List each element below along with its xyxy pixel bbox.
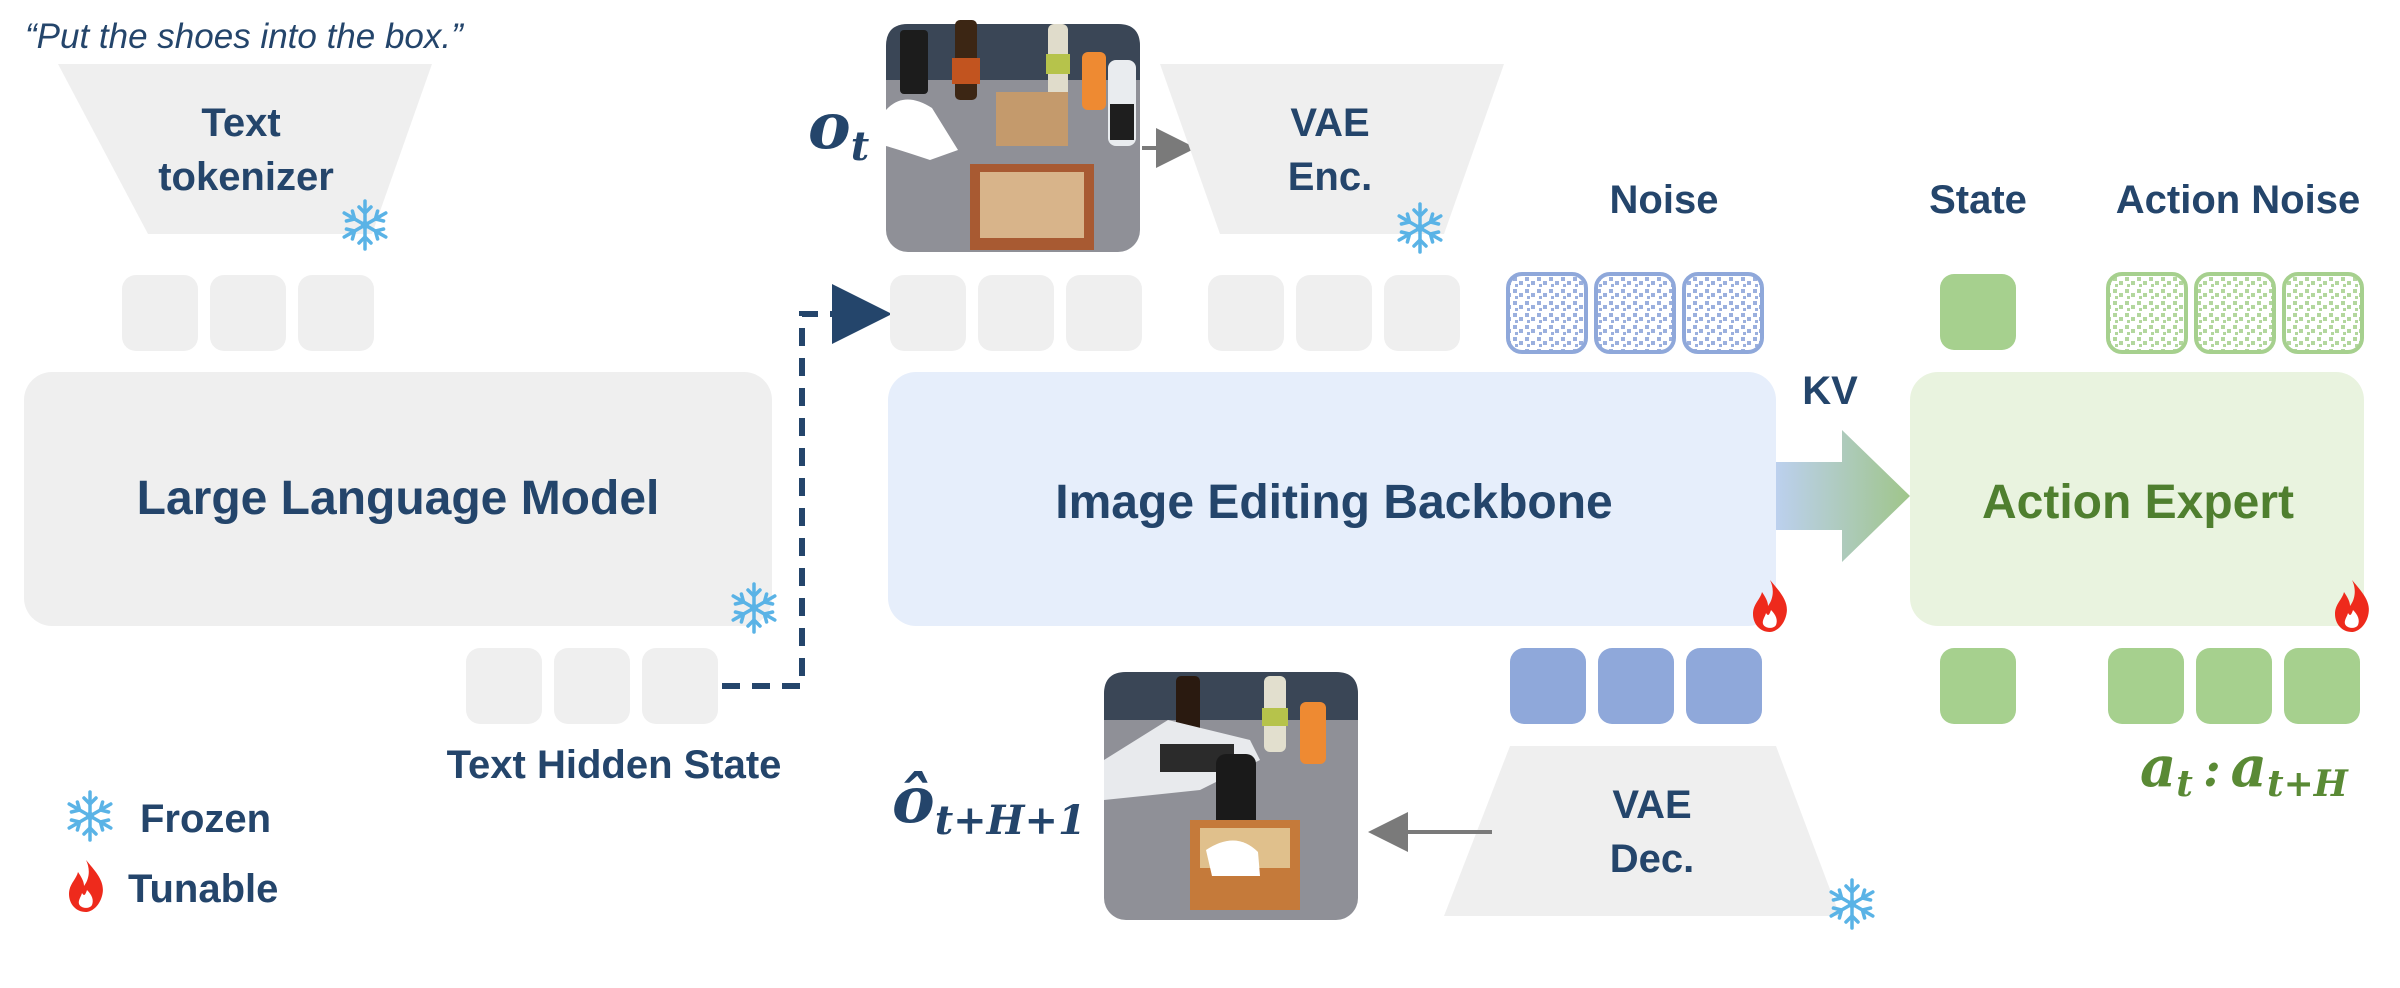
vae-encoder: VAE Enc. [1160,64,1504,234]
text-tokens [122,275,374,351]
hidden-state-input-token [890,275,966,351]
text-token [298,275,374,351]
action-noise-token [2194,272,2276,354]
action-output-tokens [1940,648,2360,724]
predicted-latent-token [1686,648,1762,724]
vae-encoder-label-line2: Enc. [1288,155,1372,199]
action-token [2108,648,2184,724]
snowflake-icon [67,790,113,842]
backbone-label: Image Editing Backbone [1055,476,1612,529]
prediction-symbol: ôt+H+1 [892,763,1086,844]
vae-latent-token [1208,275,1284,351]
noise-token [1594,272,1676,354]
image-editing-backbone: Image Editing Backbone [888,372,1776,626]
text-tokenizer-label-line1: Text [201,101,280,145]
observation-symbol: ot [808,89,870,170]
text-token [210,275,286,351]
hidden-state-token [554,648,630,724]
instruction-text: “Put the shoes into the box.” [25,17,464,56]
vae-latent-token [1384,275,1460,351]
vae-latent-token [1296,275,1372,351]
vae-decoder: VAE Dec. [1444,746,1840,916]
hidden-state-input-token [978,275,1054,351]
action-noise-tokens [2106,272,2364,354]
noise-tokens [1506,272,1764,354]
kv-arrow [1776,430,1910,562]
hidden-state-input-token [1066,275,1142,351]
llm-label: Large Language Model [137,472,660,525]
action-expert-label: Action Expert [1982,476,2294,529]
kv-label: KV [1802,369,1858,413]
action-noise-token [2106,272,2188,354]
large-language-model: Large Language Model [24,372,772,626]
action-expert: Action Expert [1910,372,2364,626]
action-symbol: at:at+H [2140,734,2349,805]
state-label: State [1929,178,2027,222]
action-noise-token [2282,272,2364,354]
text-token [122,275,198,351]
action-token [2284,648,2360,724]
hidden-state-token [642,648,718,724]
state-token [1940,274,2016,350]
vae-decoder-label-line1: VAE [1612,783,1691,827]
noise-token [1682,272,1764,354]
state-output-token [1940,648,2016,724]
noise-label: Noise [1610,178,1719,222]
hidden-state-connector [722,284,892,689]
predicted-latent-token [1598,648,1674,724]
snowflake-icon [1829,878,1875,930]
observation-image [886,20,1140,252]
predicted-image [1104,672,1358,920]
legend-tunable-label: Tunable [128,867,278,911]
backbone-input-tokens [890,275,1460,351]
action-token [2196,648,2272,724]
vae-decoder-label-line2: Dec. [1610,837,1695,881]
legend-frozen-label: Frozen [140,797,271,841]
text-tokenizer: Text tokenizer [58,64,432,234]
noise-token [1506,272,1588,354]
hidden-state-token [466,648,542,724]
text-tokenizer-label-line2: tokenizer [158,155,334,199]
flame-icon [69,860,103,912]
hidden-state-tokens [466,648,718,724]
action-noise-label: Action Noise [2116,178,2360,222]
legend: Frozen Tunable [67,790,278,912]
predicted-latent-token [1510,648,1586,724]
vae-encoder-label-line1: VAE [1290,101,1369,145]
text-hidden-state-label: Text Hidden State [447,743,782,787]
backbone-output-tokens [1510,648,1762,724]
